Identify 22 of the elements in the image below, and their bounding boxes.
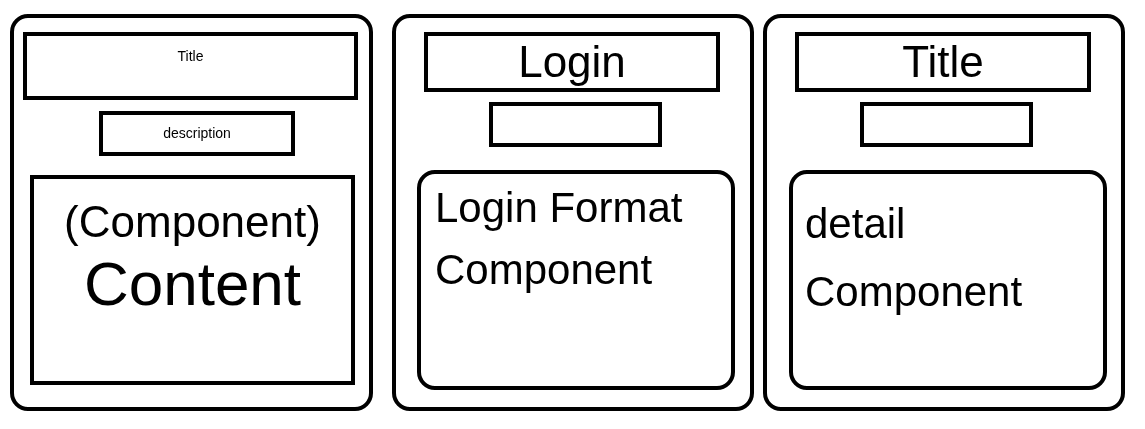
title-box [23,32,358,100]
placeholder-box [860,102,1033,147]
placeholder-box [489,102,662,147]
content-box [789,170,1107,390]
heading-text: detail [805,200,906,249]
body-text: Component [435,246,653,295]
screen-panel [763,14,1125,411]
title-box [424,32,720,92]
description-box [99,111,295,156]
screen-panel [392,14,754,411]
body-text: Component [805,268,1023,317]
heading-text: Login [518,36,626,88]
heading-text: description [163,125,231,142]
heading-text: Title [177,48,204,65]
heading-text: Login Format [435,184,683,233]
body-text: Content [83,247,302,319]
screen-panel [10,14,373,411]
content-box [30,175,355,385]
title-box [795,32,1091,92]
content-box [417,170,735,390]
heading-text: Title [902,36,984,88]
heading-text: (Component) [64,197,321,248]
